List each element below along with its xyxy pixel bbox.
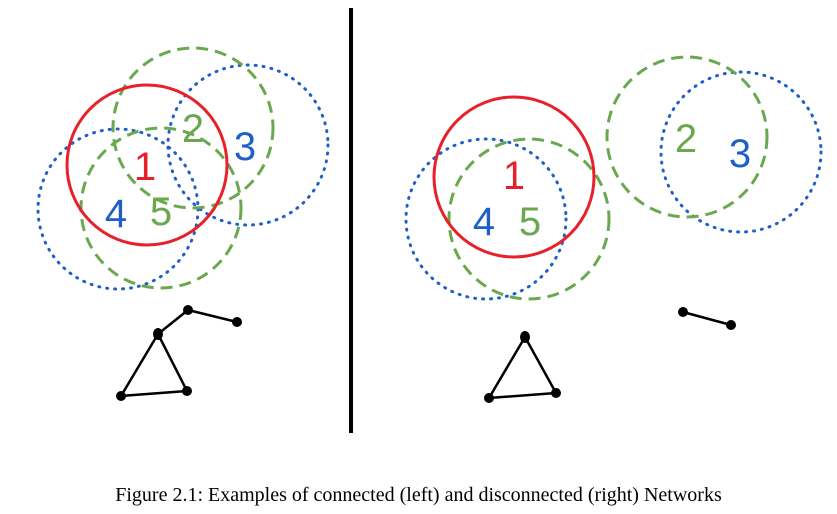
graph-edge <box>157 309 189 335</box>
range-circle-5 <box>447 137 611 301</box>
node-label-4: 4 <box>473 200 495 244</box>
graph-node <box>153 328 163 340</box>
range-circle-2 <box>111 46 275 210</box>
range-circle-3 <box>166 63 330 227</box>
range-circle-3 <box>659 70 823 234</box>
graph-node <box>551 388 561 398</box>
graph-edge <box>682 310 732 327</box>
graph-edge <box>487 336 527 399</box>
graph-edge <box>156 333 189 392</box>
node-label-5: 5 <box>150 190 172 234</box>
graph-edge <box>119 333 160 397</box>
node-label-4: 4 <box>105 192 127 236</box>
node-label-1: 1 <box>134 145 156 189</box>
left-panel: 1 2 3 4 5 <box>36 46 330 401</box>
graph-edge <box>488 391 557 400</box>
node-label-3: 3 <box>729 132 751 176</box>
range-circle-4 <box>404 137 568 301</box>
graph-node <box>116 391 126 401</box>
range-circle-1 <box>432 95 596 259</box>
node-label-1: 1 <box>503 154 525 198</box>
node-label-3: 3 <box>234 125 256 169</box>
range-circle-2 <box>605 55 769 219</box>
graph-node <box>484 393 494 403</box>
node-label-2: 2 <box>182 107 204 151</box>
graph-edge <box>187 308 238 324</box>
figure-caption: Figure 2.1: Examples of connected (left)… <box>115 484 722 506</box>
graph-nodes <box>116 305 242 401</box>
graph-node <box>678 307 688 317</box>
graph-edge <box>120 389 188 398</box>
graph-nodes <box>484 307 736 403</box>
graph-node <box>182 386 192 396</box>
node-label-5: 5 <box>519 200 541 244</box>
graph-node <box>520 331 530 343</box>
graph-edge <box>523 336 558 394</box>
graph-node <box>232 317 242 327</box>
node-label-2: 2 <box>675 117 697 161</box>
range-circle-1 <box>65 83 229 247</box>
graph-node <box>726 320 736 330</box>
graph-node <box>183 305 193 315</box>
right-panel: 1 2 3 4 5 <box>404 55 823 403</box>
disconnected-graph <box>487 310 732 400</box>
connected-graph <box>119 308 238 398</box>
